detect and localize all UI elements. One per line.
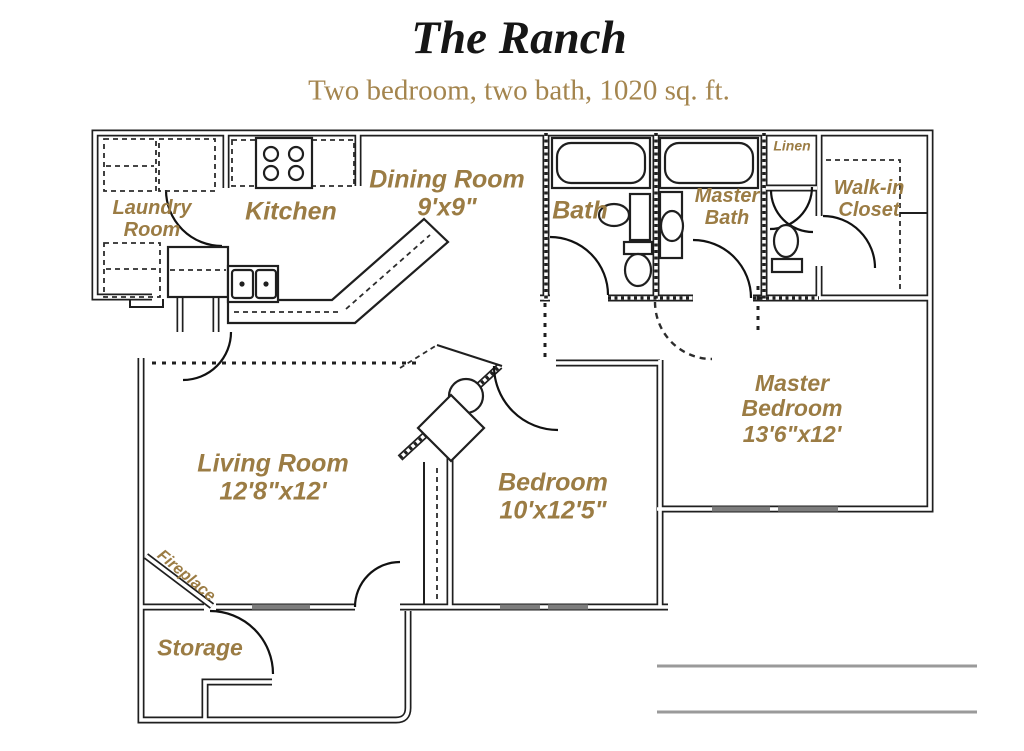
entry-hall-door-arc	[182, 331, 233, 382]
hall-boundary	[543, 286, 760, 363]
utility-closet	[399, 344, 503, 605]
kitchen-fixtures	[166, 136, 450, 325]
plan-subtitle: Two bedroom, two bath, 1020 sq. ft.	[308, 74, 730, 107]
kitchen-counter-right	[311, 139, 355, 187]
room-label-linen: Linen	[773, 137, 811, 154]
alcove-sink-pedestal	[770, 257, 804, 274]
refrigerator-icon	[166, 245, 230, 299]
room-label-laundry: Laundry Room	[112, 197, 192, 241]
laundry-wall-notch	[129, 299, 164, 308]
bath-fixtures	[550, 136, 654, 288]
linen-door-arc	[769, 189, 814, 234]
furnace-icon	[416, 393, 486, 463]
room-label-dining: Dining Room 9'x9"	[369, 165, 525, 221]
toilet-icon	[623, 252, 653, 288]
room-label-bedroom: Bedroom 10'x12'5"	[498, 468, 608, 524]
master-bedroom-entry-arc	[653, 301, 713, 361]
closet-shelf-dashed	[826, 159, 901, 292]
open-boundaries	[152, 286, 760, 365]
room-label-storage: Storage	[157, 634, 243, 661]
toilet-tank	[622, 240, 654, 256]
walkin-closet-door-arc	[822, 214, 877, 269]
bath-sink-icon	[597, 202, 631, 228]
windows	[252, 506, 838, 610]
room-label-living: Living Room 12'8"x12'	[197, 449, 349, 505]
laundry-appliances	[103, 138, 216, 308]
room-label-bath: Bath	[552, 196, 608, 225]
signature-lines	[657, 664, 977, 714]
washer-icon	[103, 138, 157, 192]
walkin-shelves	[826, 159, 928, 292]
master-bath-door-arc	[692, 238, 753, 299]
patio-door-arc	[353, 560, 401, 608]
room-label-master-bedroom: Master Bedroom 13'6"x12'	[741, 370, 843, 447]
master-sink-icon	[659, 209, 685, 243]
room-label-master-bath: Master Bath	[694, 185, 760, 229]
door-arcs	[164, 186, 877, 675]
alcove-sink-icon	[772, 223, 800, 259]
laundry-cabinet-icon	[103, 242, 161, 298]
stove-icon	[254, 136, 314, 190]
dryer-icon	[158, 138, 216, 192]
window-marker	[252, 506, 838, 610]
vanity-alcove-door-arc	[769, 186, 814, 231]
room-label-walkin-closet: Walk-in Closet	[833, 177, 905, 221]
laundry-door-arc	[164, 189, 223, 248]
kitchen-peninsula-counter	[226, 217, 450, 325]
master-bath-fixtures	[658, 136, 804, 274]
room-label-kitchen: Kitchen	[245, 197, 337, 226]
bath-door-arc	[549, 235, 610, 296]
kitchen-counter-left	[231, 139, 257, 187]
bedroom-door-arc	[492, 365, 559, 432]
plan-title: The Ranch	[411, 12, 627, 64]
storage-door-arc	[209, 609, 275, 675]
bath-vanity	[628, 192, 652, 242]
